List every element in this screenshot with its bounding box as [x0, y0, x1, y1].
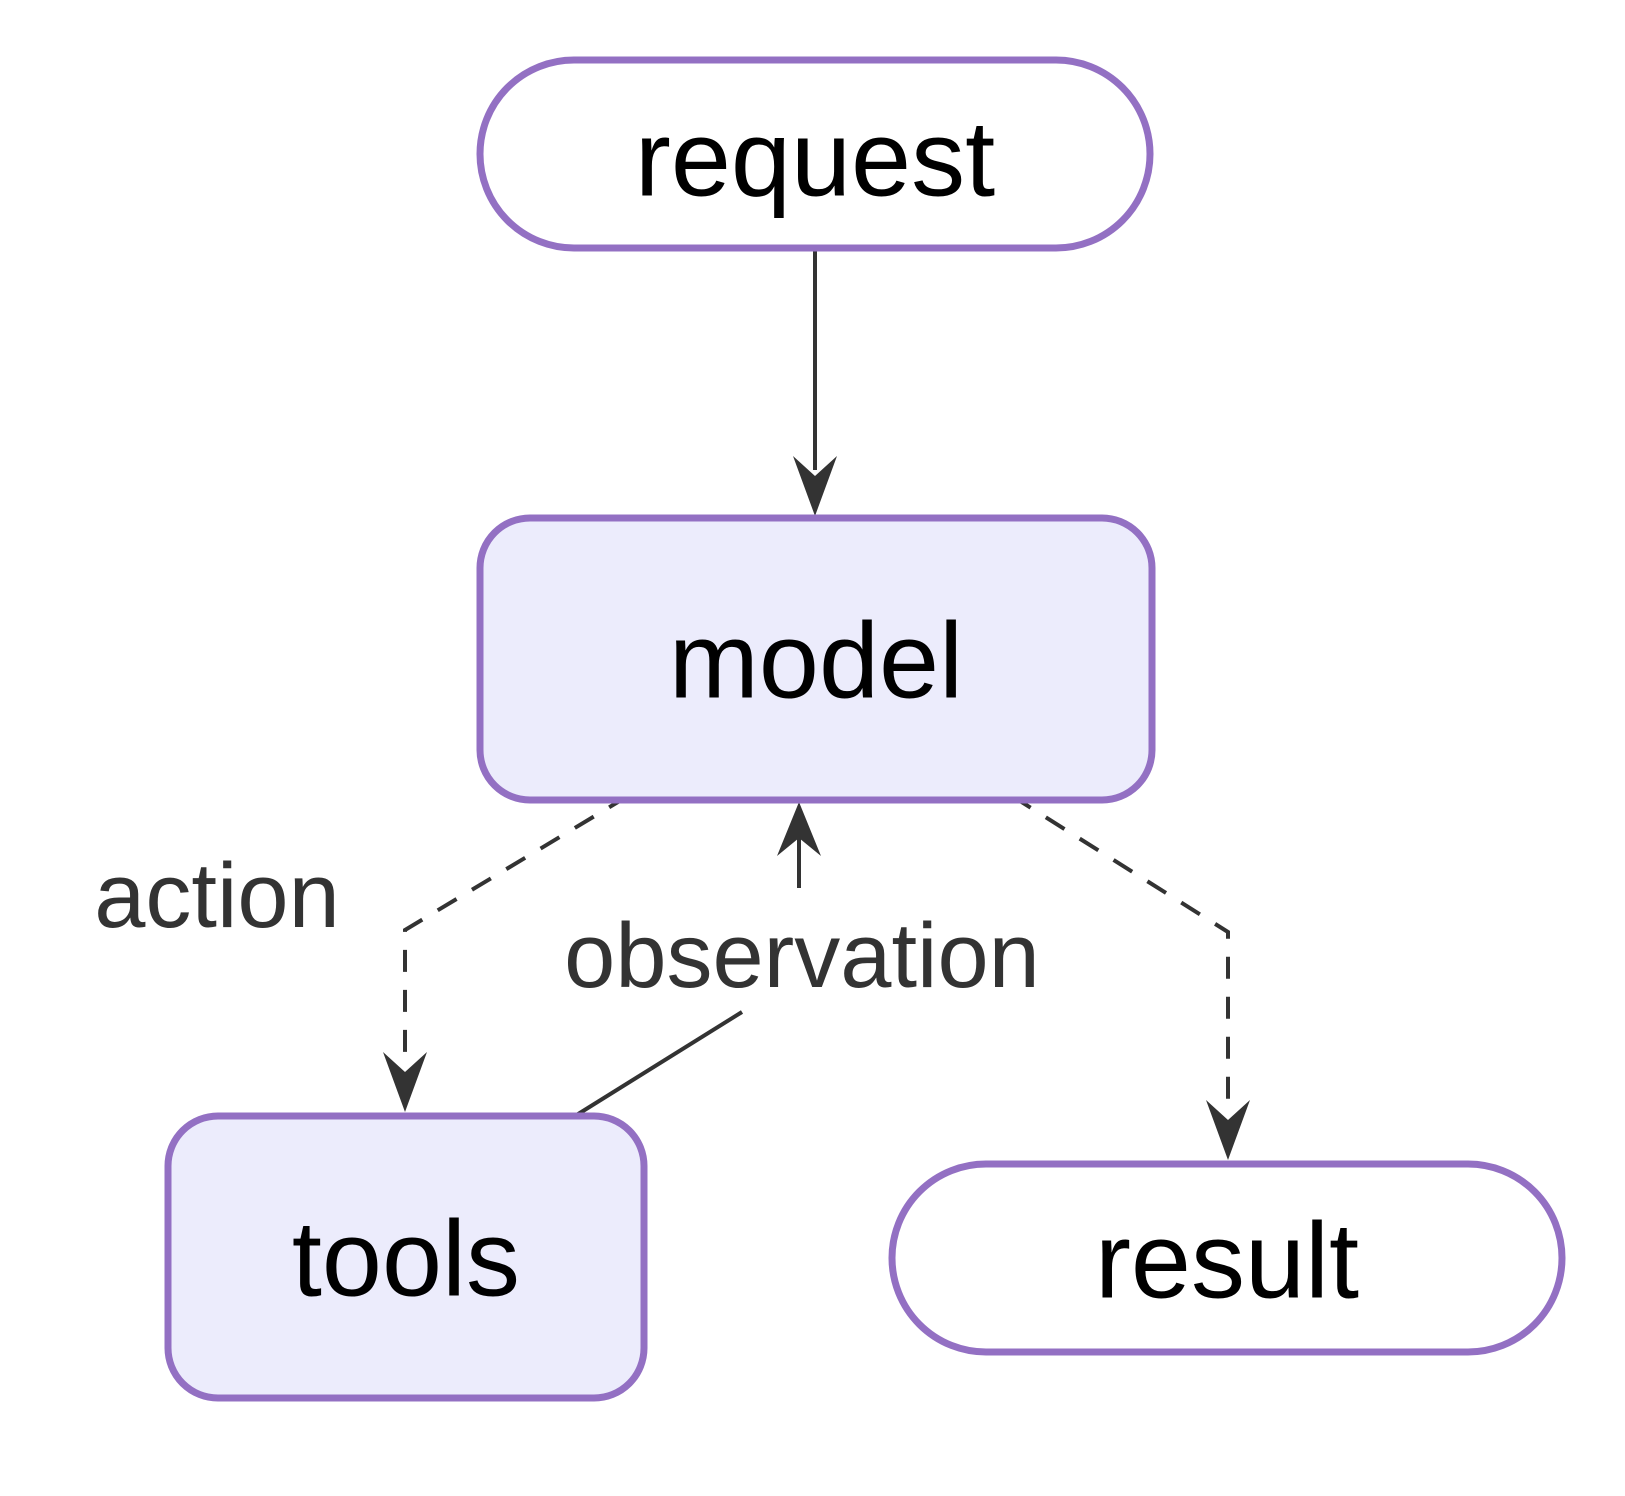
edge-line	[403, 794, 630, 1062]
edge-line	[1010, 794, 1230, 1110]
edge-request-to-model	[793, 248, 837, 516]
arrowhead-icon	[383, 1052, 427, 1112]
arrowhead-icon	[1206, 1100, 1250, 1160]
arrowhead-icon	[777, 802, 821, 856]
node-label: request	[635, 98, 995, 219]
node-label: model	[669, 600, 963, 721]
node-model: model	[476, 514, 1156, 804]
node-shape	[164, 1112, 648, 1402]
node-label: result	[1095, 1200, 1359, 1321]
node-shape	[476, 56, 1154, 252]
node-shape	[888, 1160, 1566, 1356]
node-request: request	[476, 56, 1154, 252]
edge-model-to-result	[1010, 794, 1250, 1160]
node-tools: tools	[164, 1112, 648, 1402]
node-label: tools	[292, 1198, 520, 1319]
node-result: result	[888, 1160, 1566, 1356]
edge-label-action: action	[94, 845, 340, 947]
edge-line	[573, 1010, 744, 1118]
edge-label-observation: observation	[564, 905, 1040, 1007]
arrowhead-icon	[793, 456, 837, 516]
node-shape	[476, 514, 1156, 804]
edge-model-to-tools	[383, 794, 630, 1112]
edge-tools-to-model	[573, 802, 821, 1118]
